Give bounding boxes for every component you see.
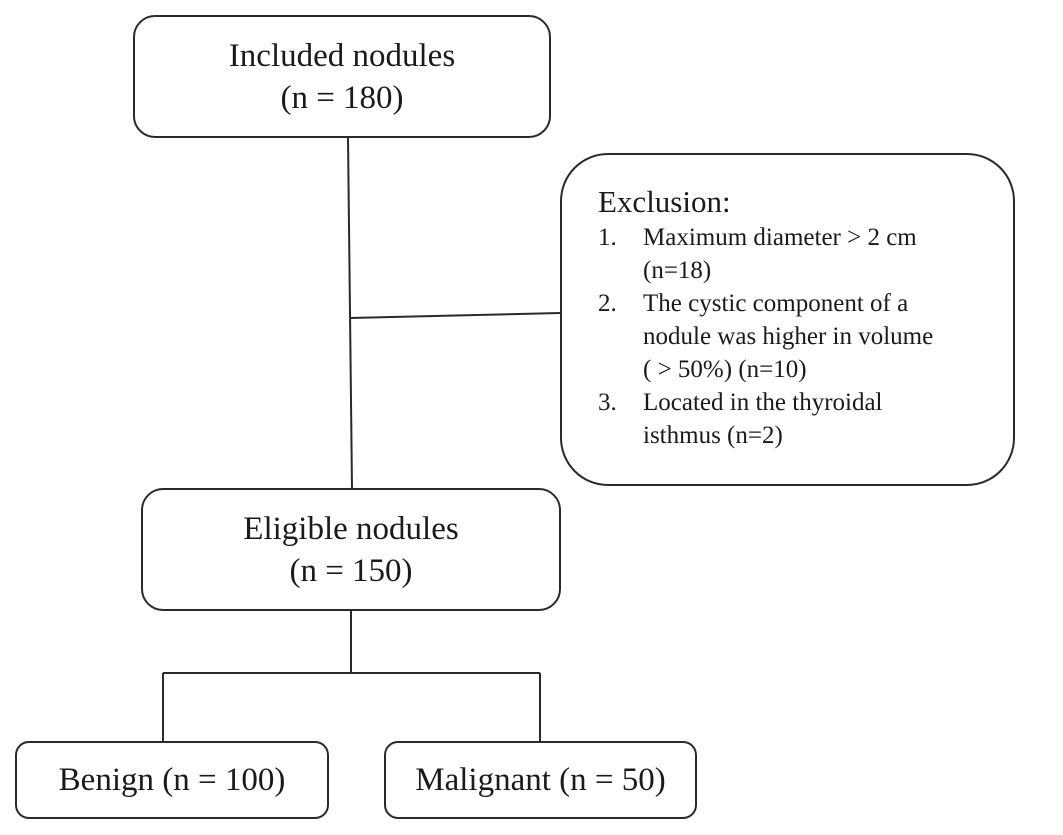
exclusion-list: 1. Maximum diameter > 2 cm (n=18) 2. The… [598,221,933,452]
exclusion-item-text: nodule was higher in volume [643,323,934,350]
exclusion-item-number: 1. [598,224,617,251]
exclusion-item-2: 2. The cystic component of a nodule was … [598,287,933,386]
benign-box: Benign (n = 100) [15,741,329,819]
exclusion-item-3: 3. Located in the thyroidal isthmus (n=2… [598,386,933,452]
exclusion-item-text: The cystic component of a [643,290,909,317]
exclusion-item-text: (n=18) [643,257,712,284]
eligible-nodules-box: Eligible nodules (n = 150) [141,488,561,611]
malignant-box: Malignant (n = 50) [384,741,697,819]
malignant-label: Malignant (n = 50) [415,762,666,798]
exclusion-item-number: 3. [598,389,617,416]
exclusion-box: Exclusion: 1. Maximum diameter > 2 cm (n… [560,153,1015,486]
exclusion-item-text: Maximum diameter > 2 cm [643,224,917,251]
exclusion-item-1: 1. Maximum diameter > 2 cm (n=18) [598,221,933,287]
exclusion-title: Exclusion: [598,184,731,219]
included-nodules-count: (n = 180) [280,79,404,116]
connector-to-exclusion [349,312,561,319]
exclusion-item-number: 2. [598,290,617,317]
included-nodules-label: Included nodules [228,37,456,74]
eligible-nodules-count: (n = 150) [289,552,413,589]
connector-included-to-eligible [347,137,353,489]
exclusion-item-text: isthmus (n=2) [643,422,783,449]
benign-label: Benign (n = 100) [58,762,286,798]
exclusion-item-text: Located in the thyroidal [643,389,883,416]
included-nodules-box: Included nodules (n = 180) [133,15,551,138]
eligible-nodules-label: Eligible nodules [243,510,459,547]
exclusion-item-text: ( > 50%) (n=10) [643,356,807,383]
